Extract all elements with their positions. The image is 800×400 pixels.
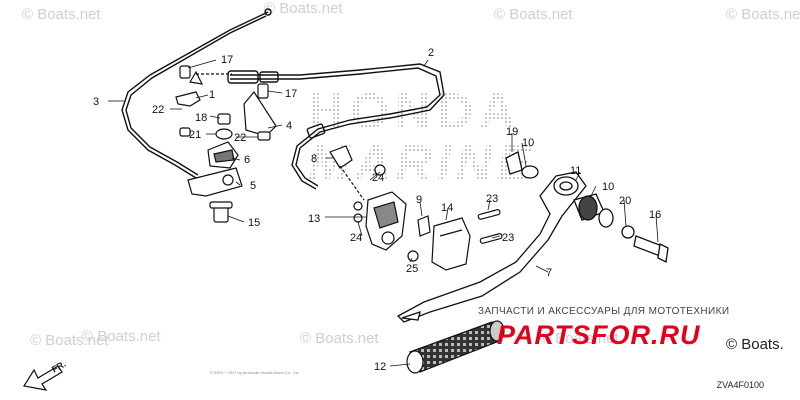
callout-20: 20 bbox=[619, 195, 631, 207]
throttle-grip-12 bbox=[406, 320, 505, 374]
callout-23: 23 bbox=[486, 193, 498, 205]
callout-17: 17 bbox=[285, 88, 297, 100]
watermark: © Boats.net bbox=[264, 0, 343, 17]
callout-7: 7 bbox=[546, 267, 552, 279]
callout-23: 23 bbox=[502, 232, 514, 244]
callout-2: 2 bbox=[428, 47, 434, 59]
callout-16: 16 bbox=[649, 209, 661, 221]
callout-6: 6 bbox=[244, 154, 250, 166]
callout-18: 18 bbox=[195, 112, 207, 124]
callout-numbers: 3 17 1 22 18 21 6 5 15 22 4 17 2 13 8 9 … bbox=[93, 47, 661, 373]
callout-12: 12 bbox=[374, 361, 386, 373]
callout-3: 3 bbox=[93, 96, 99, 108]
cable-3 bbox=[121, 8, 272, 179]
callout-11: 11 bbox=[570, 165, 581, 177]
callout-17: 17 bbox=[221, 54, 233, 66]
callout-leader-lines bbox=[108, 59, 659, 367]
callout-13: 13 bbox=[308, 213, 320, 225]
watermark: © Boats.net bbox=[726, 6, 800, 23]
watermark: © Boats.net bbox=[300, 330, 379, 347]
diagram-code: ZVA4F0100 bbox=[716, 380, 764, 390]
callout-24: 24 bbox=[350, 232, 362, 244]
cable-2 bbox=[227, 63, 445, 190]
callout-15: 15 bbox=[248, 217, 260, 229]
callout-1: 1 bbox=[209, 89, 215, 101]
watermark: © Boats.net bbox=[82, 328, 161, 345]
callout-9: 9 bbox=[416, 194, 422, 206]
watermark: © Boats.net bbox=[30, 332, 109, 349]
callout-22: 22 bbox=[234, 132, 246, 144]
watermark: © Boats.net bbox=[22, 6, 101, 23]
logo-line-honda: HONDA bbox=[308, 83, 521, 139]
callout-24: 24 bbox=[372, 172, 384, 184]
callout-5: 5 bbox=[250, 180, 256, 192]
tiller-arm-7 bbox=[396, 151, 669, 323]
control-housing-13 bbox=[329, 145, 503, 271]
callout-10: 10 bbox=[522, 137, 534, 149]
copyright-fine-print: © 2004 ~ 2017 by American Honda Motor Co… bbox=[210, 370, 300, 375]
honda-marine-background-logo: HONDA MARINE bbox=[308, 83, 530, 191]
corner-watermark: © Boats. bbox=[726, 336, 784, 353]
ad-brand-logo: PARTSFOR.RU bbox=[497, 320, 701, 350]
watermark: © Boats.net bbox=[494, 6, 573, 23]
callout-4: 4 bbox=[286, 120, 292, 132]
callout-19: 19 bbox=[506, 126, 518, 138]
callout-25: 25 bbox=[406, 263, 418, 275]
callout-10: 10 bbox=[602, 181, 614, 193]
callout-14: 14 bbox=[441, 202, 453, 214]
callout-22: 22 bbox=[152, 104, 164, 116]
watermark: © Boats.net bbox=[540, 330, 619, 347]
front-direction-arrow bbox=[23, 365, 63, 391]
callout-21: 21 bbox=[189, 129, 201, 141]
lever-assembly-left bbox=[175, 65, 277, 223]
callout-8: 8 bbox=[311, 153, 317, 165]
ad-tagline: ЗАПЧАСТИ И АКСЕССУАРЫ ДЛЯ МОТОТЕХНИКИ bbox=[478, 306, 730, 317]
